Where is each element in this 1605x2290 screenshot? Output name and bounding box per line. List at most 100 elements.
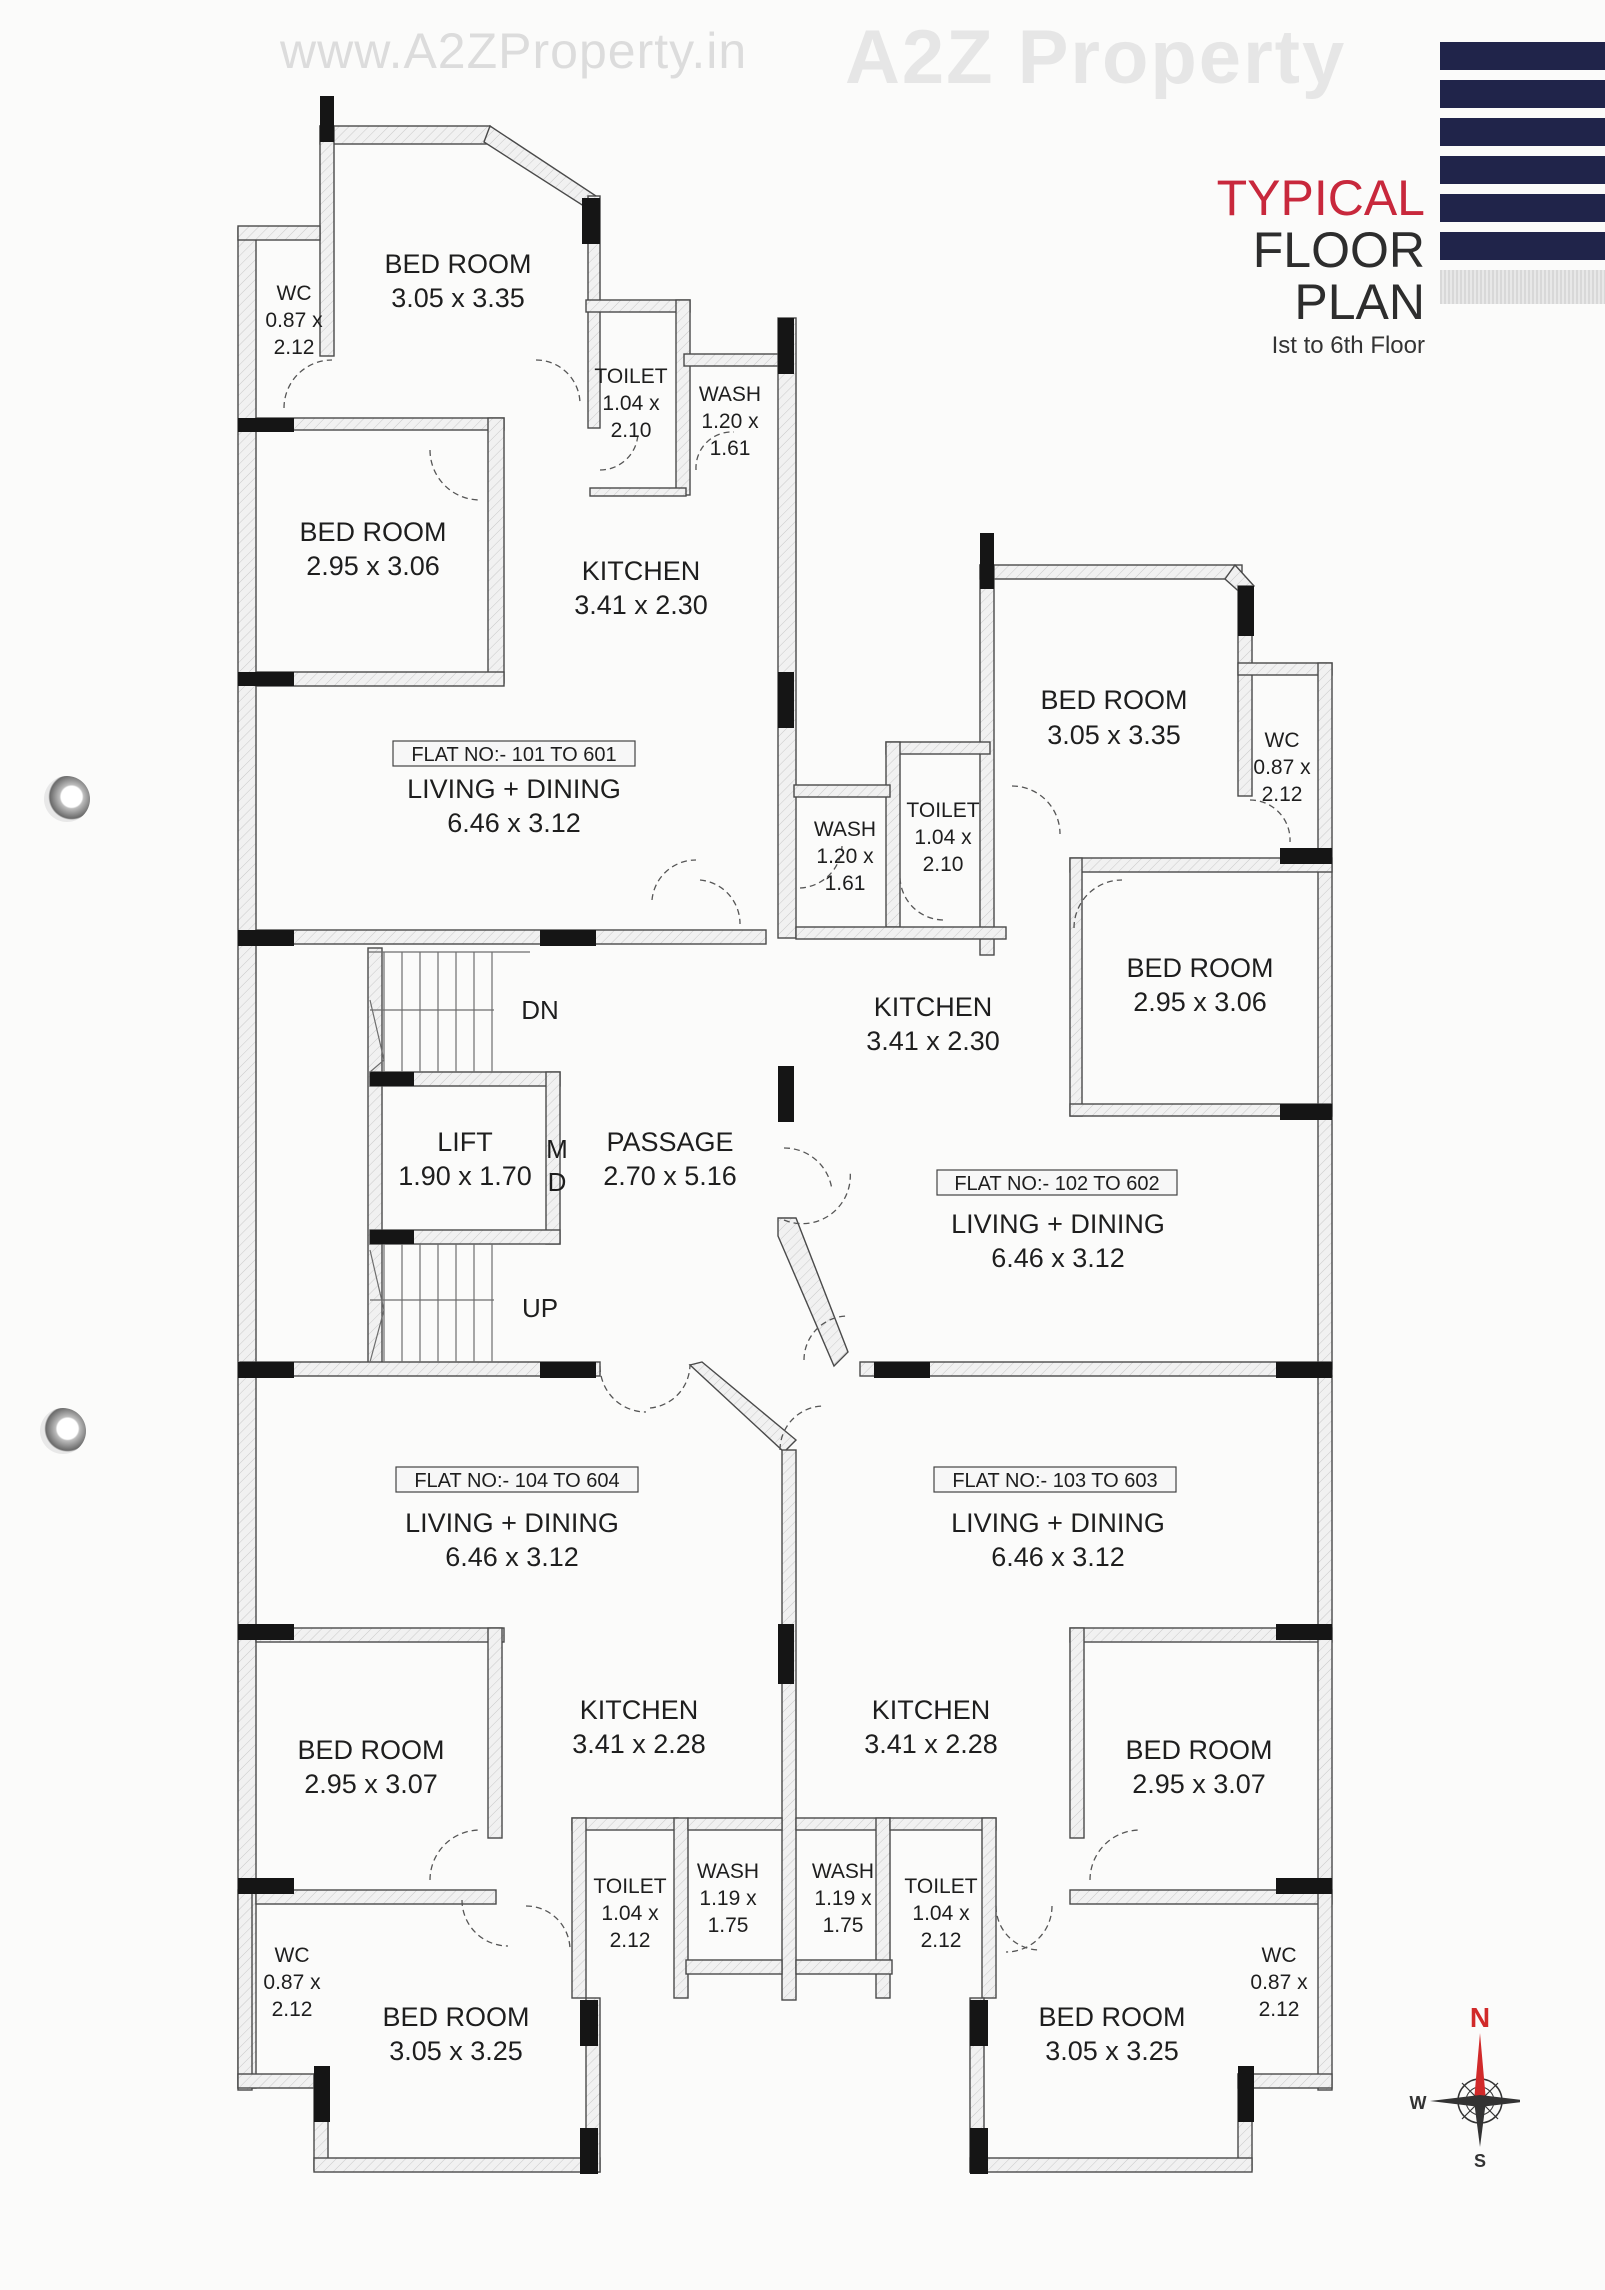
- f2-flat-number: FLAT NO:- 102 TO 602: [954, 1173, 1159, 1195]
- f2-toilet-dim2: 2.10: [923, 853, 964, 876]
- f1-living-label: LIVING + DINING: [407, 774, 621, 804]
- f1-kitchen-dim: 3.41 x 2.30: [574, 590, 708, 620]
- north-compass-icon: N S E W: [1410, 2002, 1520, 2170]
- f1-bedroom2-label: BED ROOM: [299, 517, 446, 547]
- f1-wc-dim2: 2.12: [274, 336, 315, 359]
- lift-label: LIFT: [437, 1127, 493, 1157]
- f2-wc-label: WC: [1265, 729, 1300, 752]
- f4-wc-dim2: 2.12: [272, 1998, 313, 2021]
- f4-bedroom2-label: BED ROOM: [297, 1735, 444, 1765]
- f3-bedroom2-dim: 2.95 x 3.07: [1132, 1769, 1266, 1799]
- f3-wc-label: WC: [1262, 1944, 1297, 1967]
- f4-kitchen-label: KITCHEN: [580, 1695, 699, 1725]
- f4-toilet-dim2: 2.12: [610, 1929, 651, 1952]
- f2-bedroom2-dim: 2.95 x 3.06: [1133, 987, 1267, 1017]
- f4-flat-number: FLAT NO:- 104 TO 604: [414, 1470, 619, 1492]
- f2-living-dim: 6.46 x 3.12: [991, 1243, 1125, 1273]
- f3-bedroom-label: BED ROOM: [1038, 2002, 1185, 2032]
- md-letter-m: M: [546, 1134, 568, 1164]
- watermark-url: www.A2ZProperty.in: [280, 23, 748, 79]
- binder-hole: [44, 776, 90, 822]
- f4-bedroom-label: BED ROOM: [382, 2002, 529, 2032]
- f1-toilet-label: TOILET: [594, 365, 667, 388]
- room-labels: BED ROOM 3.05 x 3.35 WC 0.87 x 2.12 TOIL…: [263, 249, 1311, 2066]
- structural-columns: [238, 96, 1332, 2174]
- f4-wash-dim1: 1.19 x: [699, 1887, 757, 1910]
- f1-wc-label: WC: [277, 282, 312, 305]
- f2-kitchen-dim: 3.41 x 2.30: [866, 1026, 1000, 1056]
- compass-w: W: [1410, 2093, 1427, 2113]
- f4-wash-dim2: 1.75: [708, 1914, 749, 1937]
- f4-kitchen-dim: 3.41 x 2.28: [572, 1729, 706, 1759]
- staircase: [368, 951, 530, 1363]
- title-typical: TYPICAL: [1216, 170, 1425, 226]
- title-floor: FLOOR: [1252, 222, 1425, 278]
- f3-wash-dim1: 1.19 x: [814, 1887, 872, 1910]
- f1-kitchen-label: KITCHEN: [582, 556, 701, 586]
- f2-bedroom-dim: 3.05 x 3.35: [1047, 720, 1181, 750]
- f1-wash-dim1: 1.20 x: [701, 410, 759, 433]
- f3-wash-dim2: 1.75: [823, 1914, 864, 1937]
- f4-wash-label: WASH: [697, 1860, 759, 1883]
- f4-wc-dim1: 0.87 x: [263, 1971, 321, 1994]
- decorative-stripes: [1440, 42, 1605, 314]
- f3-bedroom-dim: 3.05 x 3.25: [1045, 2036, 1179, 2066]
- passage-label: PASSAGE: [606, 1127, 733, 1157]
- stair-down-label: DN: [521, 995, 559, 1025]
- f3-living-dim: 6.46 x 3.12: [991, 1542, 1125, 1572]
- f4-living-dim: 6.46 x 3.12: [445, 1542, 579, 1572]
- f1-toilet-dim1: 1.04 x: [602, 392, 660, 415]
- f1-flat-number: FLAT NO:- 101 TO 601: [411, 744, 616, 766]
- f4-toilet-dim1: 1.04 x: [601, 1902, 659, 1925]
- flat-number-tags: [392, 740, 1178, 1493]
- f4-living-label: LIVING + DINING: [405, 1508, 619, 1538]
- f2-bedroom2-label: BED ROOM: [1126, 953, 1273, 983]
- compass-n: N: [1470, 2002, 1490, 2033]
- f3-toilet-dim2: 2.12: [921, 1929, 962, 1952]
- f2-kitchen-label: KITCHEN: [874, 992, 993, 1022]
- stair-up-label: UP: [522, 1293, 558, 1323]
- plan-subtitle: Ist to 6th Floor: [1271, 332, 1425, 359]
- binder-hole: [40, 1408, 86, 1454]
- f2-living-label: LIVING + DINING: [951, 1209, 1165, 1239]
- f3-wc-dim1: 0.87 x: [1250, 1971, 1308, 1994]
- f1-wash-dim2: 1.61: [710, 437, 751, 460]
- f1-bedroom-dim: 3.05 x 3.35: [391, 283, 525, 313]
- door-swings: [283, 359, 1291, 1953]
- f2-wc-dim1: 0.87 x: [1253, 756, 1311, 779]
- lift-dim: 1.90 x 1.70: [398, 1161, 532, 1191]
- plan-title: TYPICAL FLOOR PLAN: [1217, 172, 1425, 328]
- f3-kitchen-dim: 3.41 x 2.28: [864, 1729, 998, 1759]
- f2-toilet-dim1: 1.04 x: [914, 826, 972, 849]
- f3-wash-label: WASH: [812, 1860, 874, 1883]
- f2-wash-dim1: 1.20 x: [816, 845, 874, 868]
- f1-wc-dim1: 0.87 x: [265, 309, 323, 332]
- f3-toilet-dim1: 1.04 x: [912, 1902, 970, 1925]
- f1-living-dim: 6.46 x 3.12: [447, 808, 581, 838]
- md-letter-d: D: [548, 1167, 567, 1197]
- f2-toilet-label: TOILET: [906, 799, 979, 822]
- f4-bedroom-dim: 3.05 x 3.25: [389, 2036, 523, 2066]
- compass-s: S: [1474, 2151, 1486, 2170]
- watermark-logo: A2Z Property: [845, 15, 1347, 100]
- passage-dim: 2.70 x 5.16: [603, 1161, 737, 1191]
- f3-bedroom2-label: BED ROOM: [1125, 1735, 1272, 1765]
- f3-kitchen-label: KITCHEN: [872, 1695, 991, 1725]
- f2-wc-dim2: 2.12: [1262, 783, 1303, 806]
- title-plan: PLAN: [1294, 274, 1425, 330]
- f4-bedroom2-dim: 2.95 x 3.07: [304, 1769, 438, 1799]
- walls: [237, 124, 1333, 2173]
- f2-bedroom-label: BED ROOM: [1040, 685, 1187, 715]
- f3-living-label: LIVING + DINING: [951, 1508, 1165, 1538]
- f1-toilet-dim2: 2.10: [611, 419, 652, 442]
- f4-wc-label: WC: [275, 1944, 310, 1967]
- f3-flat-number: FLAT NO:- 103 TO 603: [952, 1470, 1157, 1492]
- f4-toilet-label: TOILET: [593, 1875, 666, 1898]
- f1-bedroom-label: BED ROOM: [384, 249, 531, 279]
- f2-wash-dim2: 1.61: [825, 872, 866, 895]
- f1-bedroom2-dim: 2.95 x 3.06: [306, 551, 440, 581]
- f3-toilet-label: TOILET: [904, 1875, 977, 1898]
- f2-wash-label: WASH: [814, 818, 876, 841]
- f3-wc-dim2: 2.12: [1259, 1998, 1300, 2021]
